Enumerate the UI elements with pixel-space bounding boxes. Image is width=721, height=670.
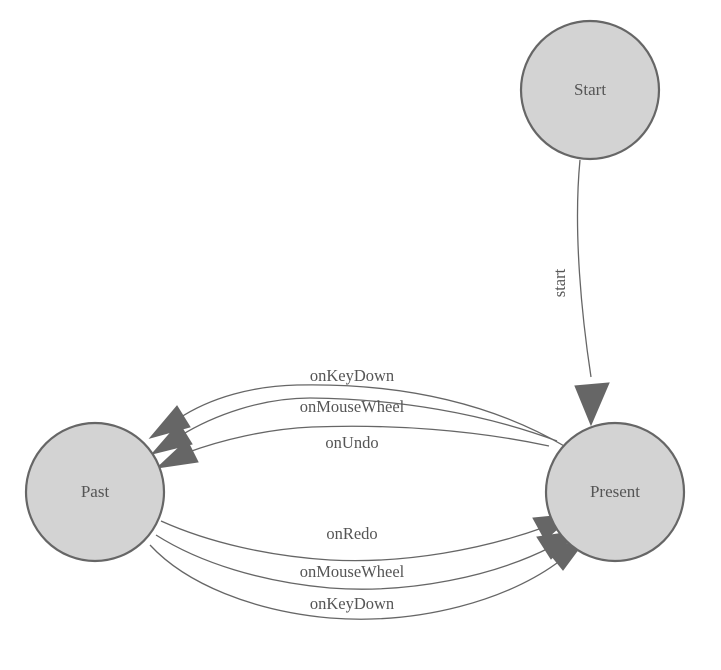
edge-label-onredo: onRedo bbox=[326, 524, 377, 543]
edge-present-to-past-onkeydown-arrowhead bbox=[148, 405, 191, 439]
edge-label-onkeydown-lower: onKeyDown bbox=[310, 594, 394, 613]
node-past[interactable]: Past bbox=[24, 421, 166, 563]
edge-past-to-present-onkeydown-path bbox=[149, 544, 562, 620]
edge-label-onkeydown-upper: onKeyDown bbox=[310, 366, 394, 385]
node-past-label: Past bbox=[81, 482, 110, 501]
edge-present-to-past-onkeydown-path bbox=[177, 384, 567, 448]
edge-present-to-past-onundo-path bbox=[185, 425, 550, 454]
edge-label-onundo: onUndo bbox=[325, 433, 378, 452]
node-present[interactable]: Present bbox=[544, 421, 686, 563]
node-present-circle bbox=[544, 421, 686, 563]
edge-label-onmousewheel-upper: onMouseWheel bbox=[300, 397, 405, 416]
edge-start-to-present[interactable] bbox=[574, 159, 610, 427]
node-start-label: Start bbox=[574, 80, 606, 99]
edge-present-to-past-onundo-arrowhead bbox=[155, 439, 199, 469]
edge-present-to-past-onundo[interactable] bbox=[155, 425, 550, 469]
node-start[interactable]: Start bbox=[519, 19, 661, 161]
edge-label-start: start bbox=[550, 268, 569, 297]
edge-start-to-present-arrowhead bbox=[574, 382, 610, 427]
edge-past-to-present-onredo-path bbox=[160, 520, 546, 562]
edge-present-to-past-onmousewheel-path bbox=[179, 397, 558, 442]
edge-start-to-present-path bbox=[576, 159, 592, 378]
node-present-label: Present bbox=[590, 482, 640, 501]
edge-label-onmousewheel-lower: onMouseWheel bbox=[300, 562, 405, 581]
edge-past-to-present-onmousewheel-path bbox=[155, 534, 552, 590]
node-past-circle bbox=[24, 421, 166, 563]
edge-present-to-past-onkeydown[interactable] bbox=[148, 384, 567, 448]
node-start-circle bbox=[519, 19, 661, 161]
